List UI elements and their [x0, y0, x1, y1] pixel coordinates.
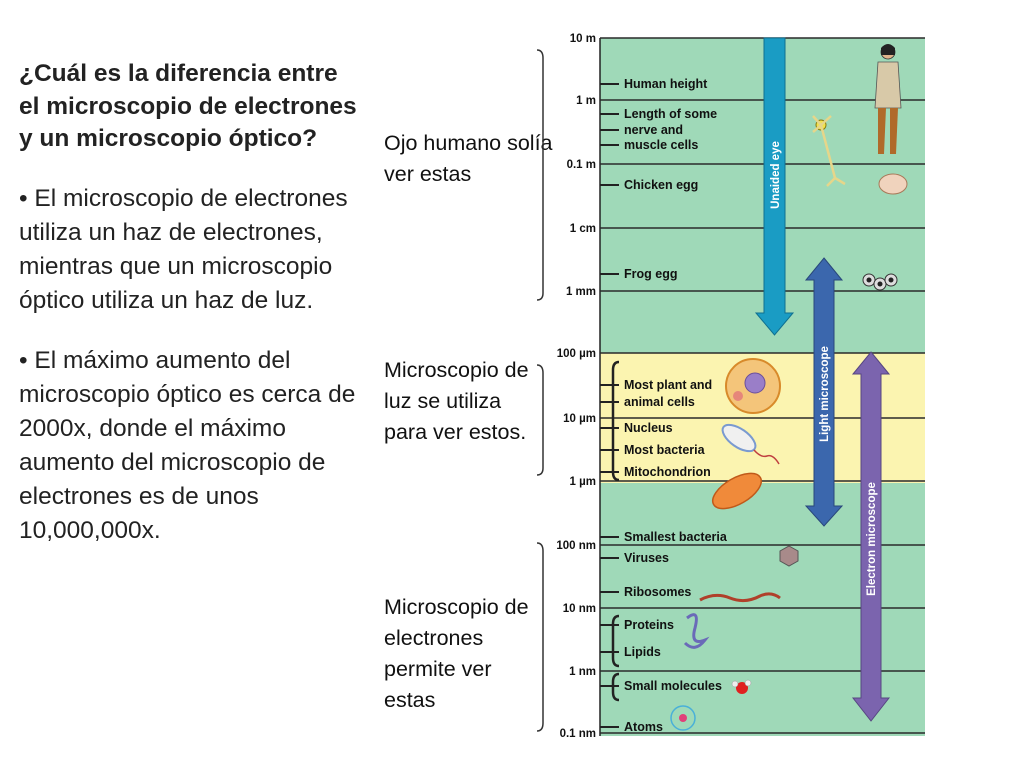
scale-tick-label: 100 µm [557, 348, 596, 360]
item-label: Mitochondrion [624, 465, 711, 479]
item-label: Frog egg [624, 267, 677, 281]
item-label: Nucleus [624, 421, 673, 435]
question-heading: ¿Cuál es la diferencia entre el microsco… [19, 60, 357, 152]
scale-tick-label: 0.1 m [567, 159, 596, 171]
electron-microscope-label: Electron microscope [866, 482, 878, 596]
scale-tick-label: 0.1 nm [560, 728, 596, 740]
bracket-light [536, 364, 544, 476]
ribosome-strand-illustration [699, 592, 781, 603]
scale-tick-label: 1 nm [569, 666, 596, 678]
item-label: Most plant and [624, 378, 712, 392]
item-label: nerve and [624, 123, 683, 137]
item-label: Ribosomes [624, 585, 691, 599]
item-label: Most bacteria [624, 443, 706, 457]
atom-illustration [670, 705, 696, 731]
electron-microscope-arrow [851, 351, 891, 722]
scale-tick-label: 100 nm [556, 540, 596, 552]
small-molecule-illustration [731, 679, 752, 694]
item-label: Viruses [624, 551, 669, 565]
item-label: Human height [624, 77, 708, 91]
item-label: Proteins [624, 618, 674, 632]
light-microscope-label: Light microscope [819, 346, 831, 442]
protein-illustration [683, 613, 710, 649]
scale-tick-label: 10 µm [563, 413, 596, 425]
item-label: muscle cells [624, 138, 698, 152]
unaided-eye-label: Unaided eye [770, 141, 782, 209]
green-band-top [600, 38, 925, 353]
item-label: Chicken egg [624, 178, 698, 192]
scale-ticks: 10 m 1 m 0.1 m 1 cm 1 mm 100 µm 10 µm 1 µm 100 n… [556, 33, 925, 740]
frog-egg-illustration [862, 273, 898, 291]
bracket-eye [536, 49, 544, 301]
scale-tick-label: 1 mm [566, 286, 596, 298]
label-light-microscope: Microscopio de luz se utiliza para ver e… [384, 358, 529, 444]
label-electron-microscope: Microscopio de electrones permite ver es… [384, 595, 529, 712]
item-label: Length of some [624, 107, 717, 121]
bullet-magnification: • El máximo aumento del microscopio ópti… [19, 346, 356, 544]
bracket-electron [536, 542, 544, 732]
mitochondrion-illustration [711, 472, 763, 510]
human-figure [874, 44, 902, 154]
explanation-text: ¿Cuál es la diferencia entre el microsco… [19, 58, 364, 548]
item-label: animal cells [624, 395, 695, 409]
bacteria-illustration [721, 423, 780, 465]
label-human-eye: Ojo humano solía ver estas [384, 131, 553, 186]
scale-tick-label: 1 m [576, 95, 596, 107]
item-label: Small molecules [624, 679, 722, 693]
unaided-eye-arrow [754, 37, 795, 336]
inner-bracket-cells [611, 360, 620, 482]
size-scale-diagram: 10 m 1 m 0.1 m 1 cm 1 mm 100 µm 10 µm 1 µm 100 n… [536, 33, 925, 740]
nerve-cell-illustration [812, 115, 846, 187]
scale-tick-label: 10 nm [563, 603, 596, 615]
bullet-beam-difference: • El microscopio de electrones utiliza u… [19, 184, 348, 314]
scale-tick-label: 10 m [570, 33, 596, 45]
virus-illustration [779, 545, 799, 567]
scale-tick-label: 1 µm [570, 476, 596, 488]
chicken-egg-illustration [878, 173, 908, 195]
light-microscope-arrow [804, 257, 844, 527]
cell-illustration [725, 358, 781, 414]
scale-tick-label: 1 cm [570, 223, 596, 235]
item-label: Atoms [624, 720, 663, 734]
item-label: Lipids [624, 645, 661, 659]
item-label: Smallest bacteria [624, 530, 728, 544]
inner-bracket-proteins [611, 614, 620, 668]
inner-bracket-molecules [611, 672, 620, 702]
